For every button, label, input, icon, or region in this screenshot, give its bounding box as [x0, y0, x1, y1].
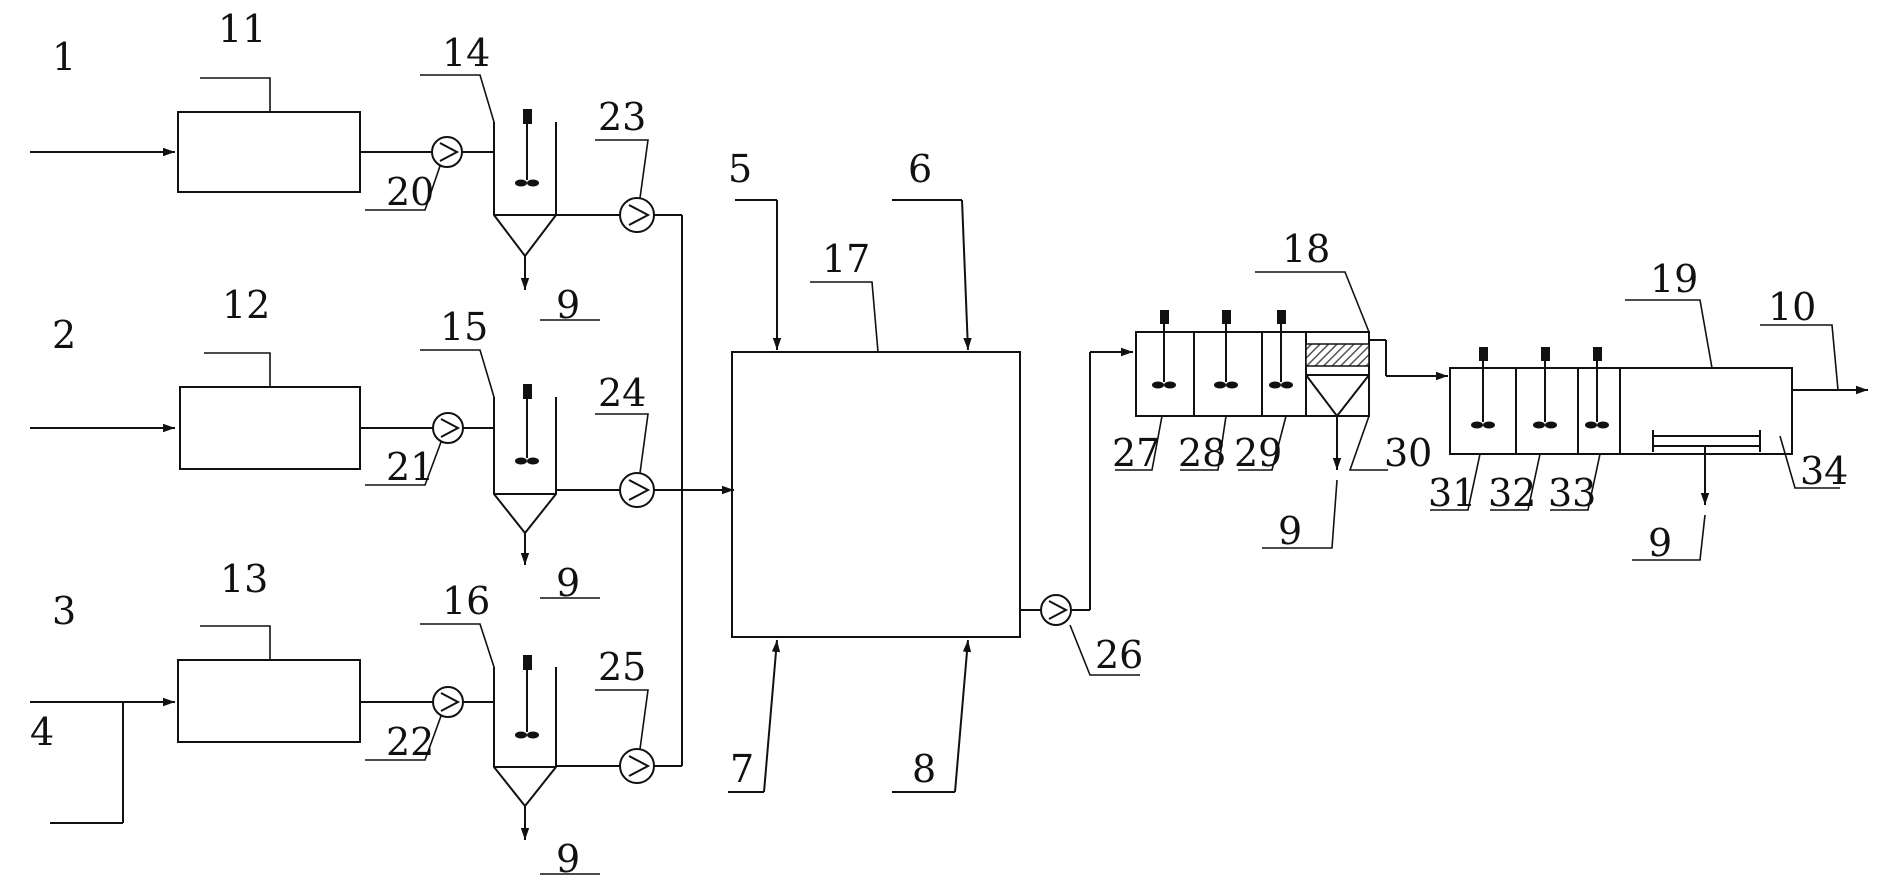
reactor-17-box: [731, 351, 1021, 638]
label-13: 13: [220, 557, 268, 601]
label-2: 2: [52, 313, 76, 357]
label-34: 34: [1800, 449, 1848, 493]
label-32: 32: [1488, 471, 1536, 515]
pipe-18-to-19: [1369, 339, 1448, 381]
pump-21-icon: [432, 412, 464, 444]
unit-18-train: [1135, 331, 1370, 418]
agitator-14-icon: [515, 109, 539, 187]
agitator-27-icon: [1152, 310, 1176, 389]
inlet-stream-4: [50, 702, 124, 824]
pump-23-icon: [619, 197, 655, 233]
label-29: 29: [1234, 431, 1282, 475]
label-9-train18: 9: [1278, 509, 1302, 553]
numbered-labels: 1 2 3 4 5 6 7 8 9 9 9 9 9 10 11 12 13 14…: [30, 7, 1848, 881]
label-8: 8: [912, 747, 936, 791]
agitator-31-icon: [1471, 347, 1495, 429]
feed-5: [735, 199, 782, 350]
agitator-33-icon: [1585, 347, 1609, 429]
label-12: 12: [222, 283, 270, 327]
label-19: 19: [1650, 257, 1698, 301]
membrane-34: [1652, 430, 1761, 452]
label-16: 16: [442, 579, 490, 623]
unit-13-box: [177, 659, 361, 743]
label-22: 22: [386, 720, 434, 764]
label-17: 17: [822, 237, 870, 281]
agitator-29-icon: [1269, 310, 1293, 389]
label-9-train19: 9: [1648, 521, 1672, 565]
pump-25-icon: [619, 748, 655, 784]
agitator-16-icon: [515, 655, 539, 739]
label-6: 6: [908, 147, 932, 191]
label-20: 20: [386, 170, 434, 214]
label-21: 21: [386, 445, 434, 489]
label-9-tank15: 9: [556, 561, 580, 605]
feed-6: [892, 199, 972, 351]
tank-15: [493, 397, 557, 535]
feed-7: [728, 639, 781, 793]
label-1: 1: [52, 35, 76, 79]
label-7: 7: [730, 747, 754, 791]
feed-8: [892, 639, 972, 793]
pump-20-icon: [431, 136, 463, 168]
label-3: 3: [52, 589, 76, 633]
unit-12-box: [179, 386, 361, 470]
pump-22-icon: [432, 686, 464, 718]
label-23: 23: [598, 95, 646, 139]
agitator-15-icon: [515, 384, 539, 465]
label-9-tank16: 9: [556, 837, 580, 881]
agitator-28-icon: [1214, 310, 1238, 389]
label-28: 28: [1178, 431, 1226, 475]
leader-lines: [200, 74, 1840, 875]
pump-26-line: [1020, 347, 1133, 611]
label-9-tank14: 9: [556, 283, 580, 327]
label-33: 33: [1548, 471, 1596, 515]
label-30: 30: [1384, 431, 1432, 475]
label-4: 4: [30, 710, 54, 754]
label-31: 31: [1428, 471, 1476, 515]
tank-14: [493, 122, 557, 258]
label-11: 11: [218, 7, 266, 51]
label-14: 14: [442, 31, 490, 75]
unit-19-train: [1449, 367, 1793, 455]
label-5: 5: [728, 147, 752, 191]
agitator-32-icon: [1533, 347, 1557, 429]
media-layer-30: [1305, 343, 1370, 367]
pump-24-icon: [619, 472, 655, 508]
label-15: 15: [440, 305, 488, 349]
unit-11-box: [177, 111, 361, 193]
label-27: 27: [1112, 431, 1160, 475]
label-26: 26: [1095, 633, 1143, 677]
label-24: 24: [598, 371, 646, 415]
label-25: 25: [598, 645, 646, 689]
label-10: 10: [1768, 285, 1816, 329]
pump-26-icon: [1040, 594, 1072, 626]
label-18: 18: [1282, 227, 1330, 271]
